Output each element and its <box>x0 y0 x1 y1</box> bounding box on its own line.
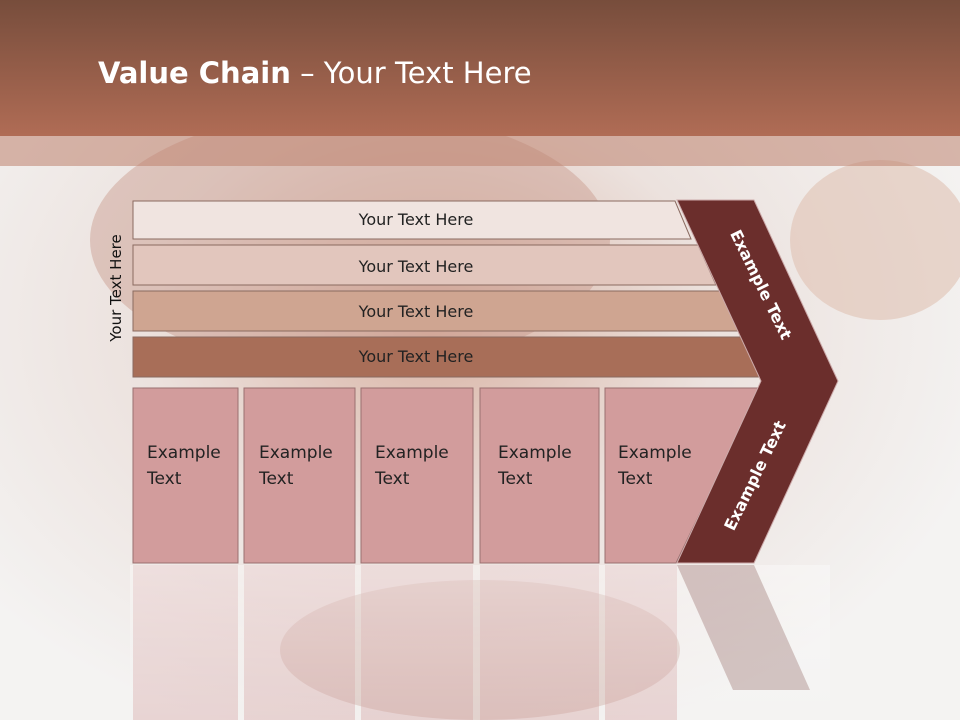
row-label-3: Your Text Here <box>358 302 474 321</box>
column-box-5 <box>604 387 761 564</box>
row-label-4: Your Text Here <box>358 347 474 366</box>
column-box-3 <box>360 387 474 564</box>
row-label-2: Your Text Here <box>358 257 474 276</box>
column-box-2 <box>243 387 356 564</box>
column-text-2: Example Text <box>259 440 333 492</box>
column-text-4-line2: Text <box>498 469 533 489</box>
chevron-reflection <box>677 565 810 690</box>
column-box-1 <box>132 387 239 564</box>
column-text-3: Example Text <box>375 440 449 492</box>
column-text-5-line1: Example <box>618 443 692 463</box>
column-text-4-line1: Example <box>498 443 572 463</box>
column-text-1-line2: Text <box>147 469 182 489</box>
column-text-3-line1: Example <box>375 443 449 463</box>
column-text-2-line2: Text <box>259 469 294 489</box>
column-text-3-line2: Text <box>375 469 410 489</box>
title-bar-strip <box>0 136 960 166</box>
chevron <box>676 199 839 564</box>
column-text-5-line2: Text <box>618 469 653 489</box>
title-bold: Value Chain <box>98 56 291 90</box>
column-text-2-line1: Example <box>259 443 333 463</box>
row-label-1: Your Text Here <box>358 210 474 229</box>
column-text-1-line1: Example <box>147 443 221 463</box>
slide-title: Value Chain – Your Text Here <box>98 56 532 90</box>
column-text-5: Example Text <box>618 440 692 492</box>
row-bar-1 <box>132 200 692 240</box>
title-rest: – Your Text Here <box>290 56 532 90</box>
column-box-4 <box>479 387 600 564</box>
title-bar <box>0 0 960 136</box>
column-text-1: Example Text <box>147 440 221 492</box>
column-text-4: Example Text <box>498 440 572 492</box>
